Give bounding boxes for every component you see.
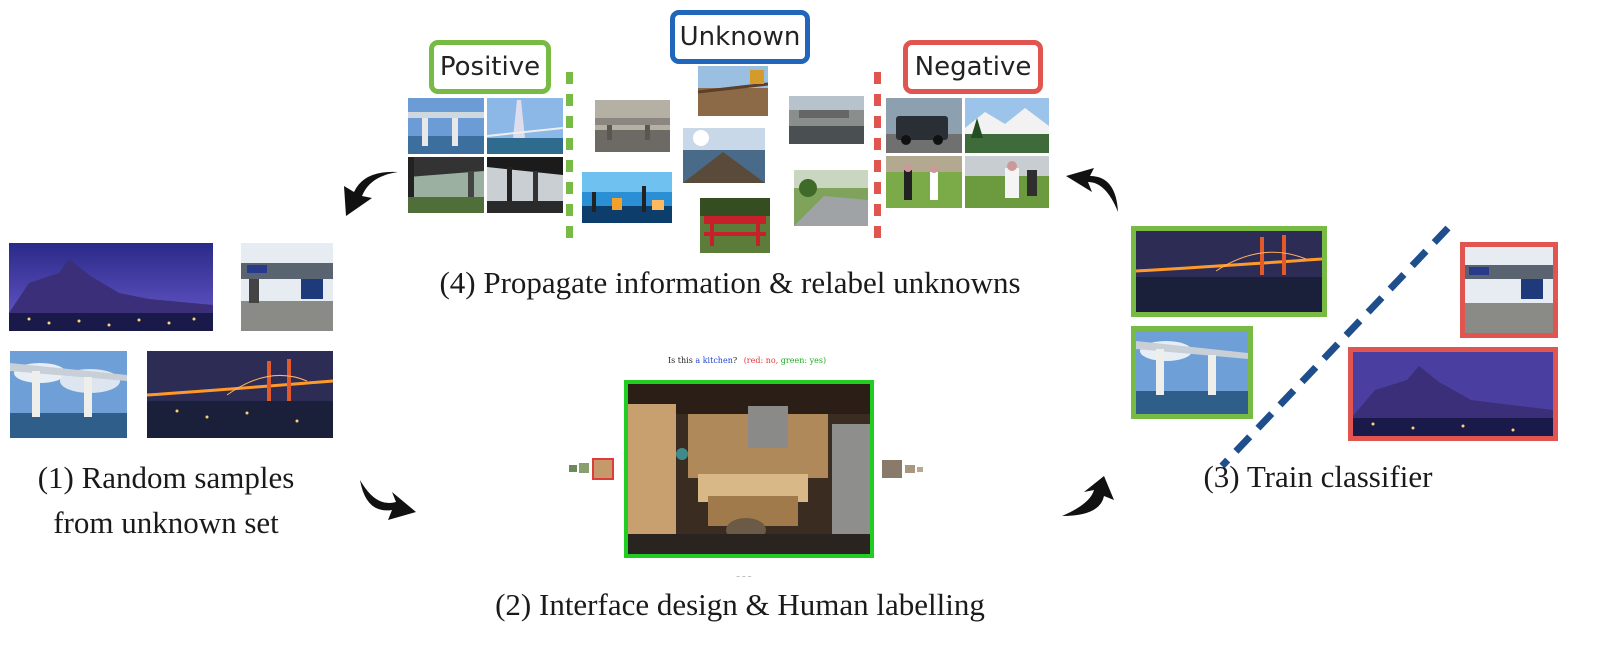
step1-caption-line2: from unknown set: [53, 505, 279, 540]
positive-label: Positive: [429, 40, 551, 94]
question-green-yes: green: yes): [780, 356, 827, 365]
positive-photo-4: [487, 157, 563, 213]
interface-footer: ~ ~ ~: [736, 574, 752, 580]
positive-separator: [566, 72, 573, 240]
interface-prev-thumb-3[interactable]: [592, 458, 614, 480]
unknown-photo-1: [595, 100, 670, 152]
classifier-negative-1: [1460, 242, 1558, 338]
negative-photo-2: [965, 98, 1049, 153]
step2-caption: (2) Interface design & Human labelling: [495, 587, 985, 622]
classifier-negative-2: [1348, 347, 1558, 441]
sample-photo-tollbooth: [241, 243, 333, 331]
classifier-positive-2: [1131, 326, 1253, 419]
step1-caption-line1: (1) Random samples: [37, 460, 295, 495]
question-mark: ?: [732, 356, 738, 365]
arrow-step4-to-step1: [340, 168, 402, 220]
negative-label: Negative: [903, 40, 1043, 94]
unknown-photo-5: [700, 198, 770, 253]
positive-photo-2: [487, 98, 563, 154]
interface-next-thumb-3[interactable]: [917, 467, 923, 472]
sample-photo-bridge-day: [10, 351, 127, 438]
arrow-step1-to-step2: [356, 474, 418, 522]
negative-photo-4: [965, 156, 1049, 208]
interface-next-thumb-1[interactable]: [882, 460, 902, 478]
negative-photo-1: [886, 98, 962, 153]
interface-next-thumb-2[interactable]: [905, 465, 915, 473]
positive-photo-3: [408, 157, 484, 213]
arrow-step2-to-step3: [1060, 474, 1122, 522]
step3-caption: (3) Train classifier: [1203, 459, 1433, 494]
arrow-step3-to-step4: [1062, 166, 1122, 216]
question-word: a kitchen: [695, 356, 733, 365]
sample-photo-bridge-night: [147, 351, 333, 438]
unknown-photo-4: [683, 128, 765, 183]
negative-label-text: Negative: [914, 52, 1032, 82]
question-prefix: Is this: [668, 356, 696, 365]
negative-separator: [874, 72, 881, 240]
interface-prev-thumb-1[interactable]: [569, 465, 577, 472]
positive-photo-1: [408, 98, 484, 154]
sample-photo-mountain: [9, 243, 213, 331]
unknown-photo-6: [789, 96, 864, 144]
decision-boundary: [1219, 225, 1451, 469]
interface-question: Is this a kitchen? (red: no, green: yes): [668, 356, 826, 365]
unknown-photo-2: [582, 172, 672, 223]
question-red-no: (red: no,: [743, 356, 779, 365]
interface-main-image[interactable]: [624, 380, 874, 558]
unknown-label-text: Unknown: [679, 22, 801, 52]
positive-label-text: Positive: [439, 52, 541, 82]
unknown-photo-3: [698, 66, 768, 116]
unknown-photo-7: [794, 170, 868, 226]
interface-prev-thumb-2[interactable]: [579, 463, 589, 473]
classifier-positive-1: [1131, 226, 1327, 317]
negative-photo-3: [886, 156, 962, 208]
step4-caption: (4) Propagate information & relabel unkn…: [439, 265, 1021, 300]
unknown-label: Unknown: [670, 10, 810, 64]
